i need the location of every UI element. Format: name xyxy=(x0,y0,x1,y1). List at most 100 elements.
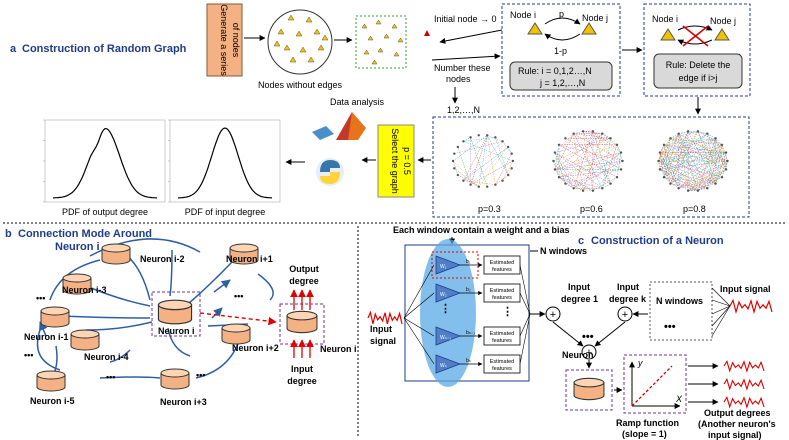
graph-edge xyxy=(663,144,727,153)
sum-dots: ••• xyxy=(582,331,594,343)
features-box xyxy=(483,354,521,374)
numbered-node-triangle xyxy=(383,33,390,39)
graph-edge xyxy=(670,138,716,184)
matlab-icon xyxy=(312,112,366,140)
input-signal-wave xyxy=(367,310,403,325)
graph-node xyxy=(462,179,465,182)
graph-edge xyxy=(678,144,723,189)
output-arrows xyxy=(290,289,314,310)
rule2-node-i-triangle xyxy=(660,28,676,41)
graph-edge xyxy=(558,177,574,189)
numbered-node-triangle xyxy=(361,23,368,29)
graph-edge xyxy=(707,144,723,189)
graph-edge xyxy=(697,177,723,191)
graph-edge xyxy=(592,131,622,153)
graph-edge xyxy=(463,141,513,162)
graph-edge xyxy=(592,131,623,162)
graph-edge xyxy=(670,152,727,184)
dots-3: ••• xyxy=(234,291,243,301)
weight-bias-ellipse xyxy=(420,239,476,387)
graph-edge xyxy=(707,133,716,139)
dots-1: ••• xyxy=(36,293,45,303)
graph-node xyxy=(657,159,660,163)
graph-edge xyxy=(659,169,716,184)
node-triangle xyxy=(277,28,285,35)
graph-edge xyxy=(663,144,728,162)
fan-in-line xyxy=(403,317,435,337)
graph-node xyxy=(601,187,604,190)
graph-node xyxy=(724,168,728,171)
graph-edge xyxy=(663,144,708,189)
numbered-node-triangle xyxy=(377,47,384,53)
window-triangle xyxy=(435,283,462,303)
graph-node xyxy=(511,159,515,163)
numbered-node-triangle xyxy=(363,49,370,55)
node-triangles xyxy=(273,14,329,63)
graph-edge xyxy=(707,133,727,170)
graph-edge xyxy=(554,152,574,189)
sum-node-3: + xyxy=(581,344,597,360)
wire-arrowheads xyxy=(39,279,231,337)
graph-edge xyxy=(663,177,716,184)
generate-line-1: Generate a series xyxy=(219,4,229,76)
graph-edge xyxy=(558,144,623,162)
graph-edge xyxy=(554,138,611,153)
graph-node xyxy=(462,140,465,143)
ramp-y-label: y xyxy=(637,358,643,368)
graph-node xyxy=(572,132,575,135)
graph-node xyxy=(501,179,504,182)
node-triangle xyxy=(317,44,325,51)
panel-b-subtitle: Neuron i xyxy=(55,241,100,253)
graph-node xyxy=(557,143,561,146)
graph-edge xyxy=(616,152,622,178)
initial-node-label: Initial node → 0 xyxy=(434,14,497,24)
graph-edge xyxy=(602,138,611,189)
numbered-node-triangle xyxy=(367,35,374,41)
graph-node xyxy=(609,182,612,185)
graph-edge xyxy=(457,174,479,187)
graph-node xyxy=(662,143,666,146)
graph-edge xyxy=(554,144,618,170)
graph-edge xyxy=(463,137,496,142)
graph-edge xyxy=(715,144,723,184)
n-windows-box-right xyxy=(649,281,713,341)
numbered-node-triangle xyxy=(391,23,398,29)
graph-edge xyxy=(659,144,665,153)
graph-edge xyxy=(602,133,611,139)
graph-node xyxy=(615,143,619,146)
generate-line-2: of nodes xyxy=(231,23,241,58)
graph-edge xyxy=(602,144,618,189)
graph-node xyxy=(553,168,557,171)
graph-edge xyxy=(558,160,623,178)
right-fan-line xyxy=(711,305,731,327)
graph-node xyxy=(615,176,619,179)
graph-label-2: p=0.6 xyxy=(580,204,603,214)
graph-edge xyxy=(553,160,574,189)
numbered-node-triangle xyxy=(393,51,400,57)
graph-edge xyxy=(502,160,514,181)
graph-edge xyxy=(554,152,584,191)
graph-edge xyxy=(721,144,728,162)
graph-edge xyxy=(553,138,611,162)
graph-edge xyxy=(663,144,679,189)
graph-edge xyxy=(687,160,728,191)
neuron-label: Neuron xyxy=(562,350,594,360)
graph-edge xyxy=(658,160,708,189)
graph-edge xyxy=(573,133,611,139)
graph-edge xyxy=(573,188,593,191)
sum-node-1: + xyxy=(545,306,561,322)
graph-edge xyxy=(670,183,708,189)
graph-edge xyxy=(558,152,622,178)
graph-edge xyxy=(554,152,611,184)
select-line-2: p = 0.5 xyxy=(402,147,412,175)
graph-edge xyxy=(573,131,584,134)
graph-edge xyxy=(670,133,679,139)
initial-node-marker xyxy=(424,30,430,36)
graph-edge xyxy=(707,133,727,153)
graph-edge xyxy=(554,133,574,153)
fan-in-line xyxy=(403,292,435,319)
graph-node xyxy=(469,183,472,186)
graph-edge xyxy=(697,160,728,191)
pdf-curve xyxy=(52,127,158,199)
